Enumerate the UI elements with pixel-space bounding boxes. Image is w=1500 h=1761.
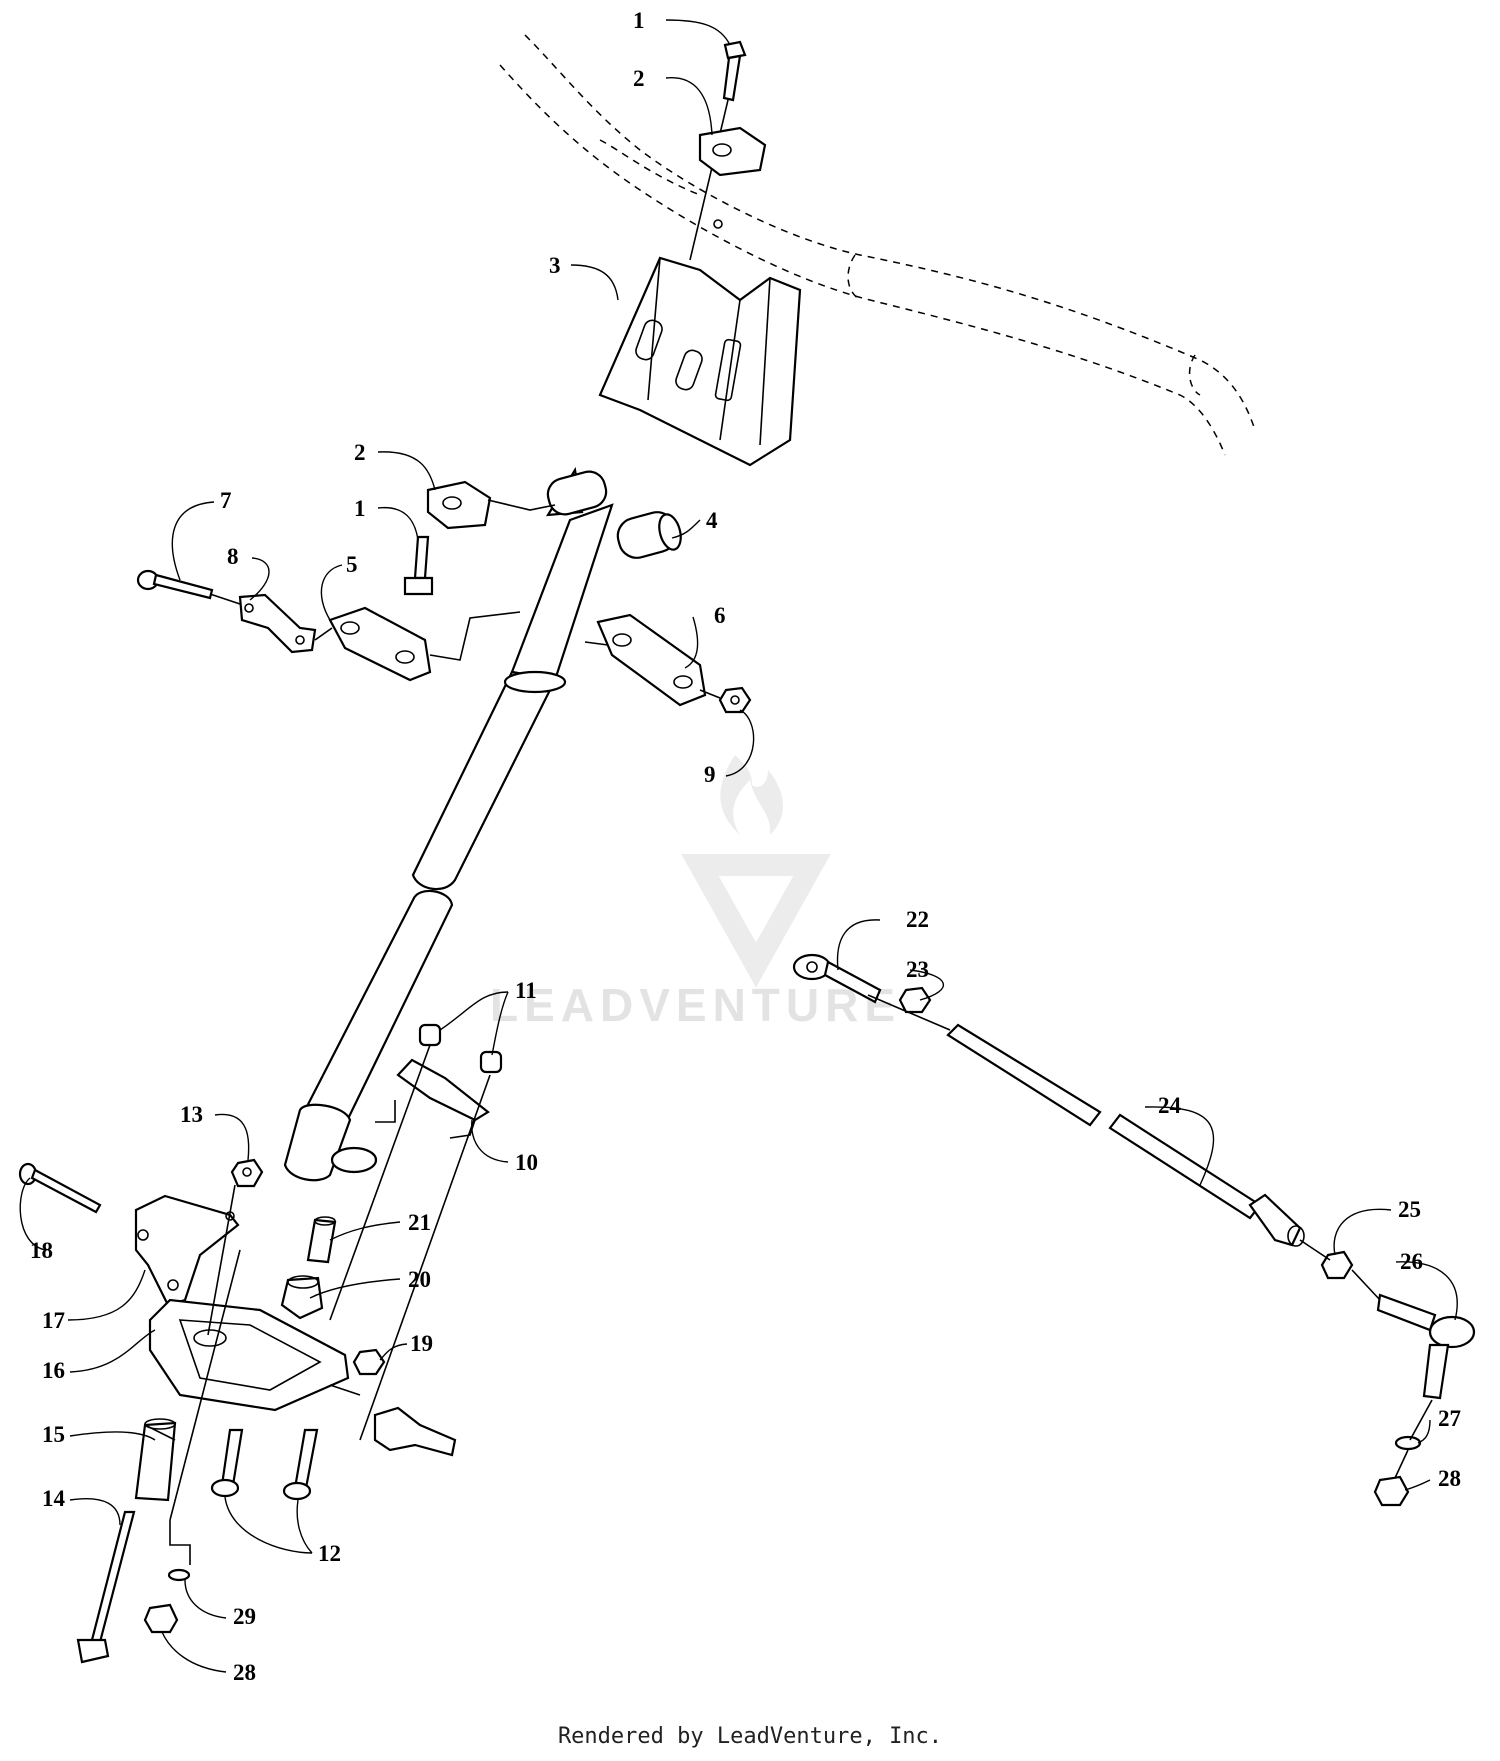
pitman-end: [373, 1406, 457, 1457]
assembly-guides: [144, 593, 1433, 1565]
callout-label: 3: [549, 253, 561, 278]
part-26-rod-end: [1376, 1293, 1476, 1400]
callout-label: 16: [42, 1358, 65, 1383]
part-12-bolts: [210, 1428, 319, 1501]
callout-label: 27: [1438, 1406, 1461, 1431]
part-18-bolt: [18, 1162, 102, 1214]
part-3-bracket: [598, 256, 802, 467]
callout-label: 18: [30, 1238, 53, 1263]
callout-label: 29: [233, 1604, 256, 1629]
callout-label: 10: [515, 1150, 538, 1175]
callout-label: 7: [220, 488, 232, 513]
callout-label: 2: [633, 66, 645, 91]
callout-label: 8: [227, 544, 239, 569]
part-28-nut-left: [143, 1603, 179, 1634]
frame-outline: [499, 34, 1256, 456]
callout-label: 9: [704, 762, 716, 787]
callout-label: 14: [42, 1486, 66, 1511]
part-25-nut: [1320, 1250, 1354, 1280]
part-1-mid-bolt: [403, 535, 434, 596]
part-23-jam-nut: [898, 986, 932, 1014]
part-19-nut: [352, 1348, 386, 1376]
part-27-washer: [1394, 1435, 1422, 1451]
part-20-bushing: [280, 1275, 324, 1320]
callout-label: 6: [714, 603, 726, 628]
callout-label: 28: [1438, 1466, 1461, 1491]
callout-label: 26: [1400, 1249, 1423, 1274]
callout-label: 11: [515, 978, 537, 1003]
callout-label: 17: [42, 1308, 65, 1333]
part-4-spline: [546, 470, 682, 559]
part-15-sleeve: [134, 1418, 177, 1502]
part-14-bolt: [76, 1510, 136, 1664]
part-17-bracket: [134, 1194, 240, 1307]
watermark-text: LEADVENTURE: [490, 979, 902, 1031]
callout-label: 2: [354, 440, 366, 465]
callout-label: 5: [346, 552, 358, 577]
callout-label: 1: [633, 8, 645, 33]
leader-lines: [19, 19, 1458, 1673]
part-2-top-clamp: [698, 126, 767, 177]
callout-label: 1: [354, 496, 366, 521]
part-13-nut: [230, 1158, 264, 1188]
footer-credit: Rendered by LeadVenture, Inc.: [557, 1724, 943, 1749]
part-10-plate: [375, 1058, 490, 1139]
callout-label: 20: [408, 1267, 431, 1292]
callout-label: 15: [42, 1422, 65, 1447]
callout-label: 24: [1158, 1093, 1182, 1118]
part-28-nut-right: [1373, 1475, 1410, 1507]
part-16-base: [148, 1298, 361, 1412]
callout-label: 19: [410, 1331, 433, 1356]
callout-label: 22: [906, 907, 929, 932]
callout-label: 4: [706, 508, 718, 533]
part-29-washer: [167, 1568, 191, 1582]
callout-label: 21: [408, 1210, 431, 1235]
callout-label: 13: [180, 1102, 203, 1127]
part-5-clamp: [328, 606, 521, 682]
part-7-screw: [136, 569, 214, 600]
callout-label: 28: [233, 1660, 256, 1685]
part-2-mid-clamp: [426, 480, 556, 530]
callout-label: 25: [1398, 1197, 1421, 1222]
part-6-clamp: [584, 613, 707, 707]
steering-column: [283, 466, 614, 1182]
callout-label: 12: [318, 1541, 341, 1566]
part-1-top-bolt: [689, 40, 747, 261]
callout-label: 23: [906, 957, 929, 982]
part-8-bracket: [238, 593, 317, 654]
part-9-nut: [718, 686, 752, 714]
part-21-spacer: [306, 1216, 337, 1264]
part-24-tie-rod: [946, 1023, 1305, 1247]
part-11-spacers: [418, 1023, 503, 1074]
part-22-rod-end: [792, 953, 882, 1004]
callout-labels: 1 2 3 2 1 4 7 8 5 6 9 11 13 10 18 17 21 …: [30, 8, 1461, 1685]
